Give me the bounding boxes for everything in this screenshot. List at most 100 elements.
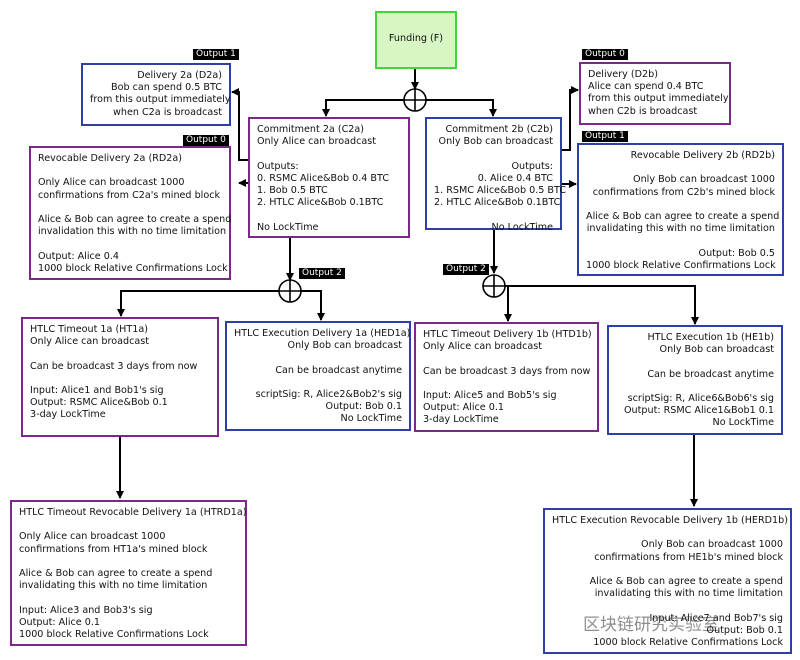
node-line: invalidation this with no time limitatio… bbox=[38, 226, 227, 238]
htlc-execution-1b-node: HTLC Execution 1b (HE1b) Only Bob can br… bbox=[607, 325, 783, 435]
node-title: HTLC Timeout Delivery 1b (HTD1b) bbox=[423, 329, 592, 340]
node-line bbox=[586, 235, 775, 247]
node-line bbox=[257, 209, 401, 221]
node-line bbox=[234, 352, 402, 364]
node-line: Can be broadcast 3 days from now bbox=[30, 360, 198, 372]
node-line: invalidating this with no time limitatio… bbox=[19, 580, 208, 592]
node-line bbox=[434, 209, 553, 221]
node-line: 0. Alice 0.4 BTC bbox=[477, 172, 553, 184]
node-line bbox=[616, 356, 774, 368]
node-line: Outputs: bbox=[511, 160, 553, 172]
node-title: HTLC Timeout Revocable Delivery 1a (HTRD… bbox=[19, 507, 247, 518]
output-tag: Output 2 bbox=[443, 264, 489, 275]
node-line: Input: Alice7 and Bob7's sig bbox=[649, 612, 783, 624]
node-line: when C2b is broadcast bbox=[588, 105, 698, 117]
node-line bbox=[19, 556, 238, 568]
htlc-timeout-revocable-delivery-1a-node: HTLC Timeout Revocable Delivery 1a (HTRD… bbox=[10, 500, 247, 646]
node-line bbox=[586, 162, 775, 174]
node-line: 2. HTLC Alice&Bob 0.1BTC bbox=[434, 197, 561, 209]
node-line: Alice can spend 0.4 BTC bbox=[588, 81, 704, 93]
node-line: 1000 block Relative Confirmations Lock bbox=[586, 259, 776, 271]
watermark: 区块链研究实验室 bbox=[583, 615, 719, 635]
node-line: Only Bob can broadcast bbox=[287, 340, 402, 352]
node-line: from this output immediately bbox=[588, 93, 729, 105]
node-line: confirmations from HT1a's mined block bbox=[19, 543, 208, 555]
htlc-execution-delivery-1a-node: HTLC Execution Delivery 1a (HED1a) Only … bbox=[225, 321, 411, 431]
arrow-c2a-to-d2a bbox=[231, 88, 250, 161]
output-tag: Output 2 bbox=[299, 268, 345, 279]
node-line bbox=[616, 381, 774, 393]
node-line: No LockTime bbox=[340, 413, 402, 425]
node-line: Output: RSMC Alice1&Bob1 0.1 bbox=[624, 405, 774, 417]
node-line: confirmations from C2a's mined block bbox=[38, 189, 221, 201]
node-line bbox=[19, 519, 238, 531]
node-line: Only Alice can broadcast bbox=[423, 341, 543, 353]
node-line bbox=[234, 377, 402, 389]
output-tag: Output 1 bbox=[582, 131, 628, 142]
node-line bbox=[38, 165, 222, 177]
node-line bbox=[257, 148, 401, 160]
node-title: Revocable Delivery 2a (RD2a) bbox=[38, 153, 182, 164]
node-line: Can be broadcast 3 days from now bbox=[423, 365, 591, 377]
node-line: Funding (F) bbox=[388, 33, 444, 44]
node-line: invalidating this with no time limitatio… bbox=[586, 223, 775, 235]
node-title: HTLC Execution 1b (HE1b) bbox=[647, 332, 775, 343]
arrow-split-to-c2b bbox=[415, 99, 497, 117]
node-line: Only Bob can broadcast bbox=[659, 344, 774, 356]
node-line: 0. RSMC Alice&Bob 0.4 BTC bbox=[257, 172, 390, 184]
node-line bbox=[586, 199, 775, 211]
node-line: No LockTime bbox=[491, 221, 553, 233]
node-line: Alice & Bob can agree to create a spend bbox=[19, 567, 213, 579]
node-line: 1000 block Relative Confirmations Lock bbox=[593, 636, 783, 648]
node-line: 3-day LockTime bbox=[423, 414, 499, 426]
arrow-split-to-c2a bbox=[322, 99, 415, 117]
htlc-timeout-1a-node: HTLC Timeout 1a (HT1a) Only Alice can br… bbox=[21, 317, 219, 437]
node-line: Only Alice can broadcast bbox=[30, 336, 150, 348]
node-line: Only Bob can broadcast 1000 bbox=[633, 174, 775, 186]
node-line bbox=[552, 527, 783, 539]
htlc-timeout-delivery-1b-node: HTLC Timeout Delivery 1b (HTD1b) Only Al… bbox=[414, 322, 599, 432]
commitment-2a-node: Commitment 2a (C2a) Only Alice can broad… bbox=[248, 117, 410, 238]
node-line: Output: Bob 0.1 bbox=[325, 401, 402, 413]
node-line: No LockTime bbox=[257, 221, 319, 233]
arrow-split-to-ht1a bbox=[117, 290, 290, 317]
node-line: 1. RSMC Alice&Bob 0.5 BTC bbox=[434, 185, 567, 196]
node-line: confirmations from C2b's mined block bbox=[592, 186, 775, 198]
node-line: Can be broadcast anytime bbox=[275, 364, 402, 376]
split-circle-c2a bbox=[278, 279, 302, 303]
node-line: Output: Bob 0.1 bbox=[706, 624, 783, 636]
commitment-2b-node: Commitment 2b (C2b) Only Bob can broadca… bbox=[425, 117, 567, 233]
funding-node: Funding (F) bbox=[375, 11, 457, 69]
delivery-2b-node: Delivery (D2b) Alice can spend 0.4 BTC f… bbox=[579, 62, 731, 125]
node-line: 2. HTLC Alice&Bob 0.1BTC bbox=[257, 197, 384, 209]
delivery-2a-node: Delivery 2a (D2a) Bob can spend 0.5 BTC … bbox=[81, 63, 231, 126]
node-title: Delivery (D2b) bbox=[588, 69, 658, 80]
node-line: Can be broadcast anytime bbox=[647, 368, 774, 380]
node-line: Alice & Bob can agree to create a spend bbox=[586, 210, 780, 222]
node-title: HTLC Timeout 1a (HT1a) bbox=[30, 324, 148, 335]
node-line: Bob can spend 0.5 BTC bbox=[111, 82, 222, 94]
output-tag: Output 0 bbox=[183, 135, 229, 146]
node-line: 1000 block Relative Confirmations Lock bbox=[19, 628, 209, 640]
revocable-delivery-2b-node: Revocable Delivery 2b (RD2b) Only Bob ca… bbox=[577, 143, 784, 276]
node-line: Alice & Bob can agree to create a spend bbox=[589, 575, 783, 587]
node-line bbox=[423, 353, 590, 365]
node-line: Input: Alice5 and Bob5's sig bbox=[423, 389, 557, 401]
node-line: from this output immediately bbox=[90, 94, 231, 106]
node-line: 1000 block Relative Confirmations Lock bbox=[38, 262, 228, 274]
node-line: Only Alice can broadcast 1000 bbox=[38, 177, 185, 189]
node-line: 1. Bob 0.5 BTC bbox=[257, 185, 328, 196]
node-line: Output: Alice 0.1 bbox=[19, 616, 100, 628]
node-line: Only Alice can broadcast 1000 bbox=[19, 531, 166, 543]
node-line: confirmations from HE1b's mined block bbox=[594, 551, 783, 563]
node-title: HTLC Execution Delivery 1a (HED1a) bbox=[234, 328, 411, 339]
node-line: when C2a is broadcast bbox=[113, 106, 222, 118]
node-title: Commitment 2a (C2a) bbox=[257, 124, 365, 135]
node-line bbox=[19, 592, 238, 604]
output-tag: Output 1 bbox=[193, 49, 239, 60]
split-circle-c2b bbox=[482, 274, 506, 298]
revocable-delivery-2a-node: Revocable Delivery 2a (RD2a) Only Alice … bbox=[29, 146, 231, 280]
node-line: Input: Alice1 and Bob1's sig bbox=[30, 384, 164, 396]
node-line bbox=[38, 238, 222, 250]
node-line: Only Bob can broadcast 1000 bbox=[641, 539, 783, 551]
